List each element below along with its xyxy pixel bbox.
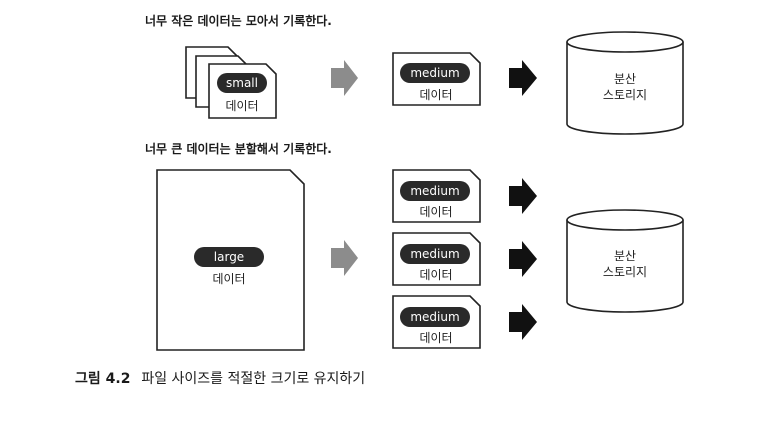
write-arrow bbox=[509, 178, 537, 214]
medium-file-sublabel: 데이터 bbox=[419, 331, 452, 345]
write-arrow bbox=[509, 304, 537, 340]
medium-file-sublabel: 데이터 bbox=[419, 205, 452, 219]
storage-label-line1: 분산 bbox=[614, 249, 636, 263]
large-file: large 데이터 bbox=[156, 169, 305, 351]
cylinder-body bbox=[566, 42, 684, 135]
storage-label-line2: 스토리지 bbox=[603, 265, 647, 279]
medium-file-sublabel: 데이터 bbox=[419, 88, 452, 102]
distributed-storage-1: 분산 스토리지 bbox=[566, 31, 684, 135]
section1-heading: 너무 작은 데이터는 모아서 기록한다. bbox=[145, 14, 332, 28]
small-badge-label: small bbox=[226, 76, 258, 90]
distributed-storage-2: 분산 스토리지 bbox=[566, 209, 684, 313]
small-file-sublabel: 데이터 bbox=[225, 99, 258, 113]
storage-label-line2: 스토리지 bbox=[603, 88, 647, 102]
medium-file-split-1: medium 데이터 bbox=[392, 169, 481, 223]
medium-file-split-2: medium 데이터 bbox=[392, 232, 481, 286]
small-file-stack: small 데이터 bbox=[185, 46, 277, 119]
storage-label-line1: 분산 bbox=[614, 72, 636, 86]
medium-file-merged: medium 데이터 bbox=[392, 52, 481, 106]
figure-number: 그림 4.2 bbox=[75, 371, 131, 387]
medium-badge-label: medium bbox=[410, 310, 459, 324]
cylinder-body bbox=[566, 220, 684, 313]
medium-badge bbox=[400, 244, 470, 264]
large-badge-label: large bbox=[214, 250, 244, 264]
medium-file-split-3: medium 데이터 bbox=[392, 295, 481, 349]
figure-caption: 그림 4.2 파일 사이즈를 적절한 크기로 유지하기 bbox=[75, 368, 365, 388]
medium-badge bbox=[400, 181, 470, 201]
medium-file-sublabel: 데이터 bbox=[419, 268, 452, 282]
medium-badge bbox=[400, 307, 470, 327]
write-arrow bbox=[509, 60, 537, 96]
section2-heading: 너무 큰 데이터는 분할해서 기록한다. bbox=[145, 142, 332, 156]
split-arrow bbox=[331, 240, 358, 276]
large-file-sublabel: 데이터 bbox=[212, 272, 245, 286]
cylinder-top bbox=[566, 209, 684, 231]
write-arrow bbox=[509, 241, 537, 277]
cylinder-top bbox=[566, 31, 684, 53]
merge-arrow bbox=[331, 60, 358, 96]
medium-badge-label: medium bbox=[410, 184, 459, 198]
medium-badge bbox=[400, 63, 470, 83]
small-badge bbox=[217, 73, 267, 93]
large-badge bbox=[194, 247, 264, 267]
medium-badge-label: medium bbox=[410, 247, 459, 261]
medium-badge-label: medium bbox=[410, 66, 459, 80]
figure-caption-text: 파일 사이즈를 적절한 크기로 유지하기 bbox=[141, 371, 366, 387]
